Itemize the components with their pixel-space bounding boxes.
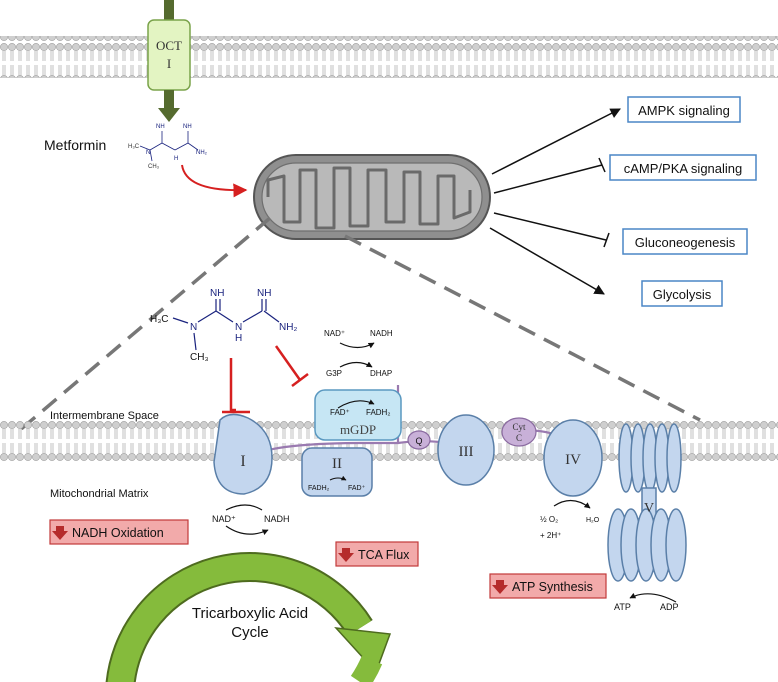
metformin-label: Metformin — [44, 137, 106, 153]
mitochondrial-matrix-label: Mitochondrial Matrix — [50, 488, 149, 500]
shuttle-g3p: G3P — [326, 369, 342, 378]
complex-i: I — [213, 413, 273, 495]
target-camp-pka: cAMP/PKA signaling — [609, 154, 757, 181]
complex-i-nad: NAD⁺ — [212, 514, 236, 524]
large-n1: N — [190, 322, 197, 333]
complex-ii-fadh2: FADH₂ — [308, 485, 330, 492]
shuttle-nadh: NADH — [370, 329, 393, 338]
effect-tca-flux: TCA Flux — [335, 541, 419, 567]
g3p-shuttle: NAD⁺ NADH G3P DHAP — [324, 329, 393, 378]
intermembrane-space-label: Intermembrane Space — [50, 410, 159, 422]
atp-synthase-reaction: ATP ADP — [614, 592, 679, 612]
cytochrome-c: Cyt C — [501, 417, 537, 447]
complex-i-nadh: NADH — [264, 514, 290, 524]
shuttle-dhap: DHAP — [370, 369, 392, 378]
small-ch3: CH₃ — [148, 164, 160, 170]
metformin-large-structure: NH NH H₃C N CH₃ N H NH₂ — [150, 288, 297, 363]
large-ch3: CH₃ — [190, 352, 209, 363]
complex-ii-fad: FAD⁺ — [348, 485, 366, 492]
atp-label: ATP — [614, 602, 631, 612]
adp-label: ADP — [660, 602, 679, 612]
svg-text:Gluconeogenesis: Gluconeogenesis — [635, 235, 736, 250]
svg-text:NADH Oxidation: NADH Oxidation — [72, 526, 164, 540]
large-n2: N — [235, 322, 242, 333]
svg-text:ATP Synthesis: ATP Synthesis — [512, 580, 593, 594]
small-nh2: NH₂ — [196, 150, 208, 156]
signaling-arrows — [489, 108, 621, 295]
mitochondrion — [253, 154, 491, 240]
small-nh-2: NH — [183, 124, 192, 130]
inhibition-lines — [222, 345, 309, 414]
o2-label: ½ O₂ — [540, 515, 558, 524]
small-n: N — [146, 150, 150, 156]
target-gluconeogenesis: Gluconeogenesis — [622, 228, 748, 255]
svg-text:Glycolysis: Glycolysis — [653, 287, 712, 302]
svg-text:cAMP/PKA signaling: cAMP/PKA signaling — [624, 161, 743, 176]
target-glycolysis: Glycolysis — [641, 280, 723, 307]
complex-iv-label: IV — [565, 452, 581, 468]
cytc-line1: Cyt — [512, 422, 526, 432]
metformin-to-mito-arrow — [181, 164, 248, 198]
small-nh-1: NH — [156, 124, 165, 130]
tca-label-line2: Cycle — [231, 624, 269, 641]
small-h: H — [174, 156, 178, 162]
complex-ii-label: II — [332, 456, 342, 472]
complex-ii: II FADH₂ FAD⁺ — [301, 447, 373, 497]
complex-i-label: I — [240, 453, 245, 470]
svg-text:TCA Flux: TCA Flux — [358, 548, 410, 562]
mgdp-fad: FAD⁺ — [330, 408, 350, 417]
mgdp-label: mGDP — [340, 422, 376, 437]
q-label: Q — [415, 436, 422, 446]
small-h3c: H₃C — [128, 144, 140, 150]
metformin-small-structure: NH NH H₃C N CH₃ H NH₂ — [128, 124, 208, 170]
large-h: H — [235, 333, 242, 344]
plasma-membrane — [0, 36, 778, 78]
oct-label-line2: I — [167, 56, 171, 71]
oct-label-line1: OCT — [156, 38, 182, 53]
zoom-line-right — [344, 234, 701, 422]
mgdp-complex: FAD⁺ FADH₂ mGDP — [314, 389, 402, 441]
tca-label-line1: Tricarboxylic Acid — [192, 605, 308, 622]
ubiquinone-q: Q — [407, 430, 431, 450]
zoom-line-left — [18, 216, 272, 432]
shuttle-nad: NAD⁺ — [324, 329, 345, 338]
complex-v-label: V — [644, 501, 654, 516]
complex-iv-reaction: ½ O₂ + 2H⁺ H₂O — [540, 499, 600, 540]
svg-text:AMPK signaling: AMPK signaling — [638, 103, 730, 118]
complex-i-reaction: NAD⁺ NADH — [212, 504, 290, 535]
effect-nadh-oxidation: NADH Oxidation — [49, 519, 189, 545]
h2o-label: H₂O — [586, 517, 600, 524]
large-nh2: NH₂ — [279, 322, 297, 333]
mgdp-fadh2: FADH₂ — [366, 408, 390, 417]
large-nh-2: NH — [257, 288, 271, 299]
complex-iii-label: III — [459, 444, 474, 460]
complex-iii: III — [437, 414, 495, 486]
tca-cycle: Tricarboxylic Acid Cycle — [105, 551, 392, 682]
effect-atp-synthesis: ATP Synthesis — [489, 573, 607, 599]
target-ampk: AMPK signaling — [627, 96, 741, 123]
cytc-line2: C — [516, 433, 522, 443]
complex-iv: IV — [543, 419, 603, 497]
large-nh-1: NH — [210, 288, 224, 299]
large-h3c: H₃C — [150, 314, 169, 325]
h-label: + 2H⁺ — [540, 531, 561, 540]
complex-v-atp-synthase: V — [607, 423, 687, 582]
oct1-transporter: OCT I — [147, 0, 191, 122]
